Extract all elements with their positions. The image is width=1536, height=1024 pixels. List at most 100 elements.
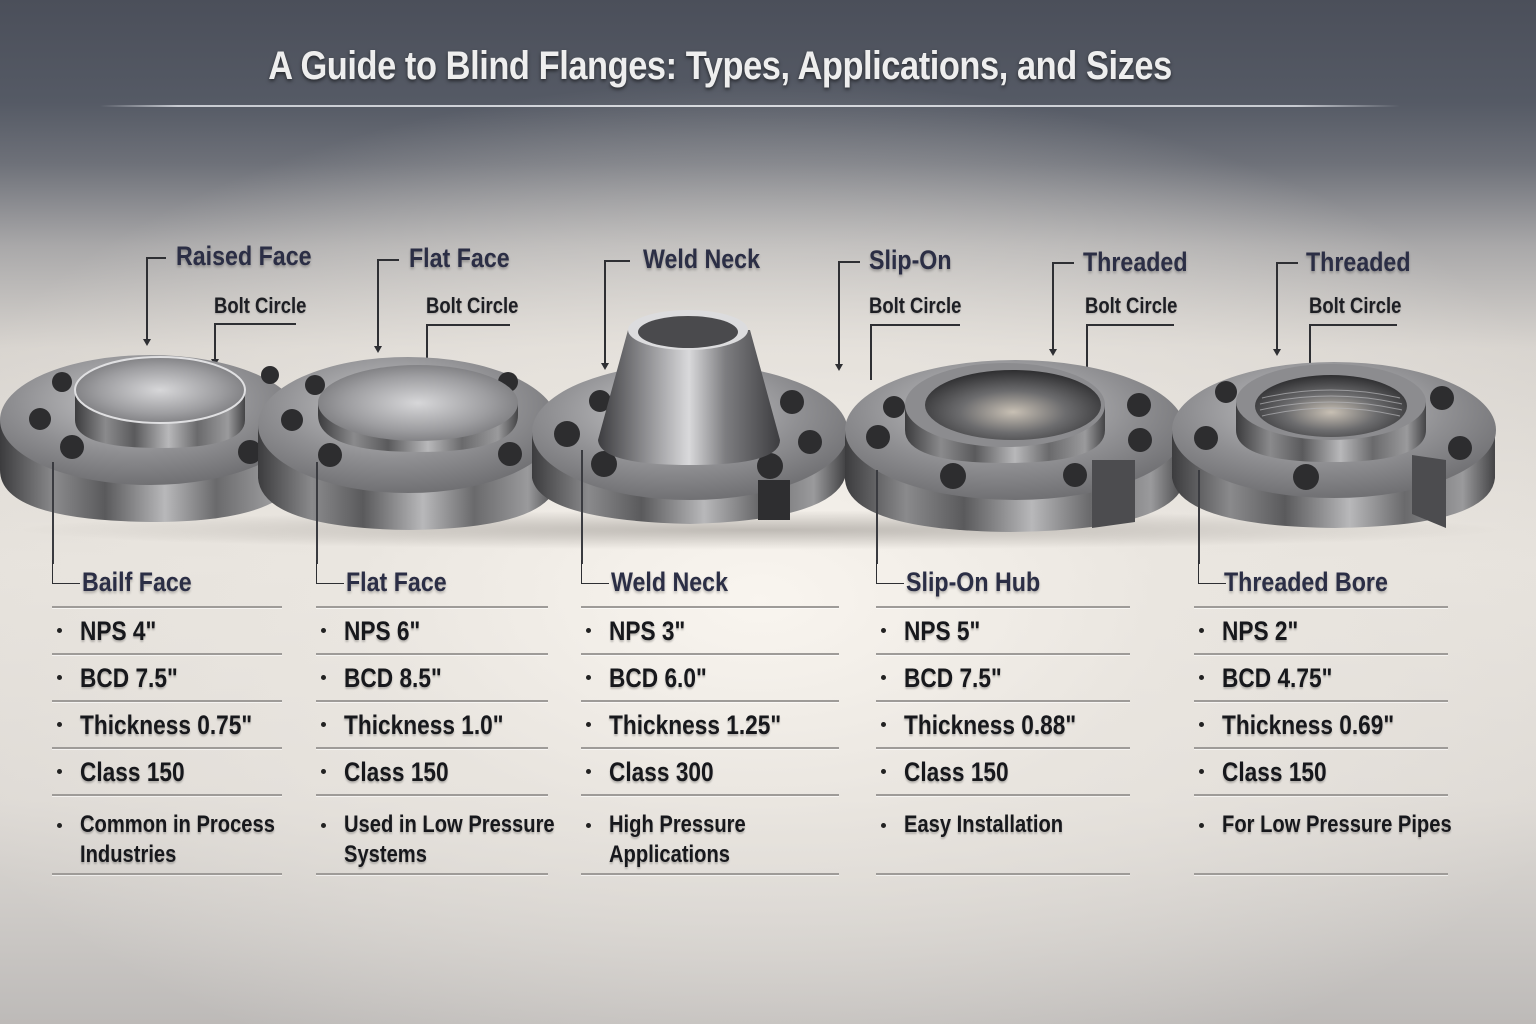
divider bbox=[316, 747, 548, 749]
bullet-icon bbox=[321, 675, 326, 680]
callout-sublabel: Bolt Circle bbox=[1085, 293, 1178, 318]
leader-line bbox=[1309, 324, 1397, 326]
leader-line bbox=[838, 261, 840, 365]
divider bbox=[52, 700, 282, 702]
divider bbox=[52, 653, 282, 655]
callout-sublabel: Bolt Circle bbox=[214, 293, 307, 318]
spec-card-slip-on: Slip-On Hub NPS 5" BCD 7.5" Thickness 0.… bbox=[876, 560, 1130, 875]
leader-line bbox=[377, 259, 399, 261]
leader-line bbox=[1086, 324, 1174, 326]
divider bbox=[876, 873, 1130, 875]
bullet-icon bbox=[1199, 722, 1204, 727]
bullet-icon bbox=[57, 722, 62, 727]
leader-line bbox=[214, 323, 216, 361]
slip-on-flange-icon bbox=[845, 360, 1185, 532]
divider bbox=[52, 747, 282, 749]
spec-thickness: Thickness 0.88" bbox=[876, 702, 1130, 747]
bullet-icon bbox=[586, 675, 591, 680]
leader-line bbox=[377, 259, 379, 347]
spec-note: Common in Process Industries bbox=[52, 796, 282, 873]
divider bbox=[876, 700, 1130, 702]
leader-corner bbox=[876, 560, 904, 584]
leader-line bbox=[146, 257, 166, 259]
bullet-icon bbox=[881, 722, 886, 727]
bullet-icon bbox=[1199, 823, 1204, 828]
callout-label: Slip-On bbox=[869, 245, 952, 275]
page-title: A Guide to Blind Flanges: Types, Applica… bbox=[268, 44, 1172, 88]
leader-line bbox=[604, 260, 606, 364]
leader-corner bbox=[316, 560, 344, 584]
spec-nps: NPS 2" bbox=[1194, 608, 1448, 653]
bullet-icon bbox=[321, 722, 326, 727]
leader-corner bbox=[52, 560, 80, 584]
bullet-icon bbox=[586, 628, 591, 633]
bullet-icon bbox=[57, 769, 62, 774]
spec-note: Easy Installation bbox=[876, 796, 1130, 873]
spec-bcd: BCD 4.75" bbox=[1194, 655, 1448, 700]
bullet-icon bbox=[881, 769, 886, 774]
bullet-icon bbox=[586, 823, 591, 828]
leader-line bbox=[1086, 324, 1088, 374]
flange-lineup-graphic bbox=[0, 310, 1496, 532]
leader-line bbox=[214, 323, 296, 325]
bullet-icon bbox=[321, 769, 326, 774]
arrow-down-icon bbox=[1049, 349, 1057, 356]
divider bbox=[316, 606, 548, 608]
leader-corner bbox=[581, 560, 609, 584]
bullet-icon bbox=[1199, 628, 1204, 633]
leader-line bbox=[146, 257, 148, 341]
divider bbox=[581, 747, 839, 749]
leader-line bbox=[52, 462, 54, 564]
leader-line bbox=[1276, 262, 1278, 350]
divider bbox=[1194, 700, 1448, 702]
spec-heading: Bailf Face bbox=[82, 567, 192, 597]
leader-line bbox=[1052, 262, 1054, 350]
callout-label: Threaded bbox=[1306, 247, 1411, 277]
spec-class: Class 300 bbox=[581, 749, 839, 794]
bullet-icon bbox=[881, 675, 886, 680]
title-divider bbox=[100, 105, 1400, 107]
spec-nps: NPS 6" bbox=[316, 608, 548, 653]
divider bbox=[316, 794, 548, 796]
leader-line bbox=[581, 450, 583, 564]
bullet-icon bbox=[321, 823, 326, 828]
leader-line bbox=[838, 261, 860, 263]
spec-thickness: Thickness 1.0" bbox=[316, 702, 548, 747]
divider bbox=[581, 873, 839, 875]
divider bbox=[876, 653, 1130, 655]
bullet-icon bbox=[586, 722, 591, 727]
bullet-icon bbox=[57, 675, 62, 680]
spec-bcd: BCD 7.5" bbox=[876, 655, 1130, 700]
leader-line bbox=[1276, 262, 1298, 264]
divider bbox=[581, 700, 839, 702]
divider bbox=[1194, 747, 1448, 749]
callout-sublabel: Bolt Circle bbox=[426, 293, 519, 318]
bullet-icon bbox=[57, 823, 62, 828]
divider bbox=[581, 606, 839, 608]
spec-heading: Slip-On Hub bbox=[906, 567, 1041, 597]
divider bbox=[581, 653, 839, 655]
callout-label: Flat Face bbox=[409, 243, 510, 273]
leader-line bbox=[1052, 262, 1074, 264]
spec-heading: Threaded Bore bbox=[1224, 567, 1388, 597]
leader-line bbox=[1309, 324, 1311, 374]
bullet-icon bbox=[1199, 769, 1204, 774]
spec-thickness: Thickness 0.69" bbox=[1194, 702, 1448, 747]
spec-nps: NPS 3" bbox=[581, 608, 839, 653]
callout-sublabel: Bolt Circle bbox=[869, 293, 962, 318]
spec-heading: Weld Neck bbox=[611, 567, 729, 597]
leader-line bbox=[876, 470, 878, 564]
divider bbox=[876, 606, 1130, 608]
leader-line bbox=[426, 324, 510, 326]
leader-line bbox=[870, 324, 872, 380]
callout-sublabel: Bolt Circle bbox=[1309, 293, 1402, 318]
leader-line bbox=[870, 324, 960, 326]
raised-face-flange-icon bbox=[0, 355, 300, 522]
divider bbox=[1194, 653, 1448, 655]
spec-thickness: Thickness 1.25" bbox=[581, 702, 839, 747]
divider bbox=[1194, 794, 1448, 796]
leader-corner bbox=[1198, 560, 1226, 584]
spec-bcd: BCD 6.0" bbox=[581, 655, 839, 700]
divider bbox=[52, 606, 282, 608]
flange-illustrations bbox=[0, 300, 1536, 560]
